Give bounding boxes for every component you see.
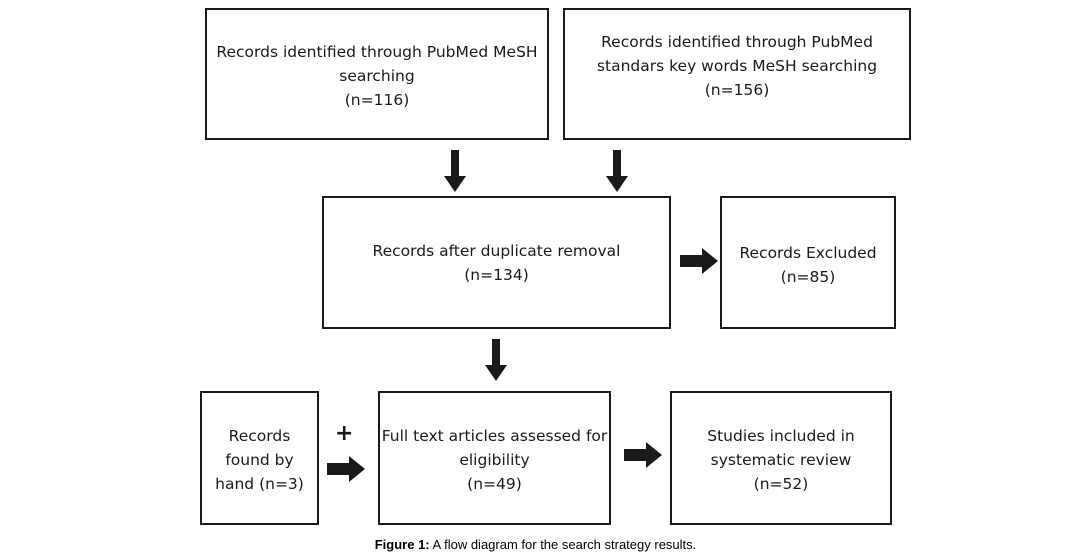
- box-line: standars key words MeSH searching: [596, 57, 878, 75]
- box-line: Records Excluded: [739, 244, 877, 262]
- pubmed-standard-records-box: Records identified through PubMed standa…: [563, 8, 911, 140]
- down-arrow-icon: [444, 150, 466, 192]
- box-line: Full text articles assessed for: [381, 427, 608, 445]
- box-count: (n=134): [464, 266, 529, 284]
- right-arrow-icon: [624, 442, 662, 468]
- box-count: (n=116): [344, 91, 410, 109]
- right-arrow-icon: [327, 456, 365, 482]
- box-line: Records after duplicate removal: [372, 242, 621, 260]
- box-count: (n=49): [467, 475, 522, 493]
- plus-sign: +: [335, 421, 354, 446]
- found-by-hand-box: Records found by hand (n=3): [200, 391, 319, 525]
- box-line: found by: [225, 451, 294, 469]
- duplicate-removal-box: Records after duplicate removal (n=134): [322, 196, 671, 329]
- box-count: (n=52): [753, 475, 809, 493]
- box-line: systematic review: [710, 451, 852, 469]
- figure-caption-label: Figure 1:: [374, 537, 430, 552]
- figure-caption-text: A flow diagram for the search strategy r…: [429, 537, 697, 552]
- box-line: Records identified through PubMed: [601, 33, 873, 51]
- pubmed-mesh-records-box: Records identified through PubMed MeSH s…: [205, 8, 549, 140]
- box-count: (n=85): [780, 268, 836, 286]
- box-line: Records: [228, 427, 291, 445]
- studies-included-box: Studies included in systematic review (n…: [670, 391, 892, 525]
- full-text-assessed-box: Full text articles assessed for eligibil…: [378, 391, 611, 525]
- box-line: hand (n=3): [215, 475, 304, 493]
- box-line: eligibility: [459, 451, 530, 469]
- box-line: Records identified through PubMed MeSH: [216, 43, 538, 61]
- box-line: Studies included in: [707, 427, 855, 445]
- down-arrow-icon: [606, 150, 628, 192]
- down-arrow-icon: [485, 339, 507, 381]
- box-line: searching: [339, 67, 415, 85]
- figure-caption: Figure 1: A flow diagram for the search …: [0, 537, 1071, 553]
- records-excluded-box: Records Excluded (n=85): [720, 196, 896, 329]
- right-arrow-icon: [680, 248, 718, 274]
- box-count: (n=156): [704, 81, 770, 99]
